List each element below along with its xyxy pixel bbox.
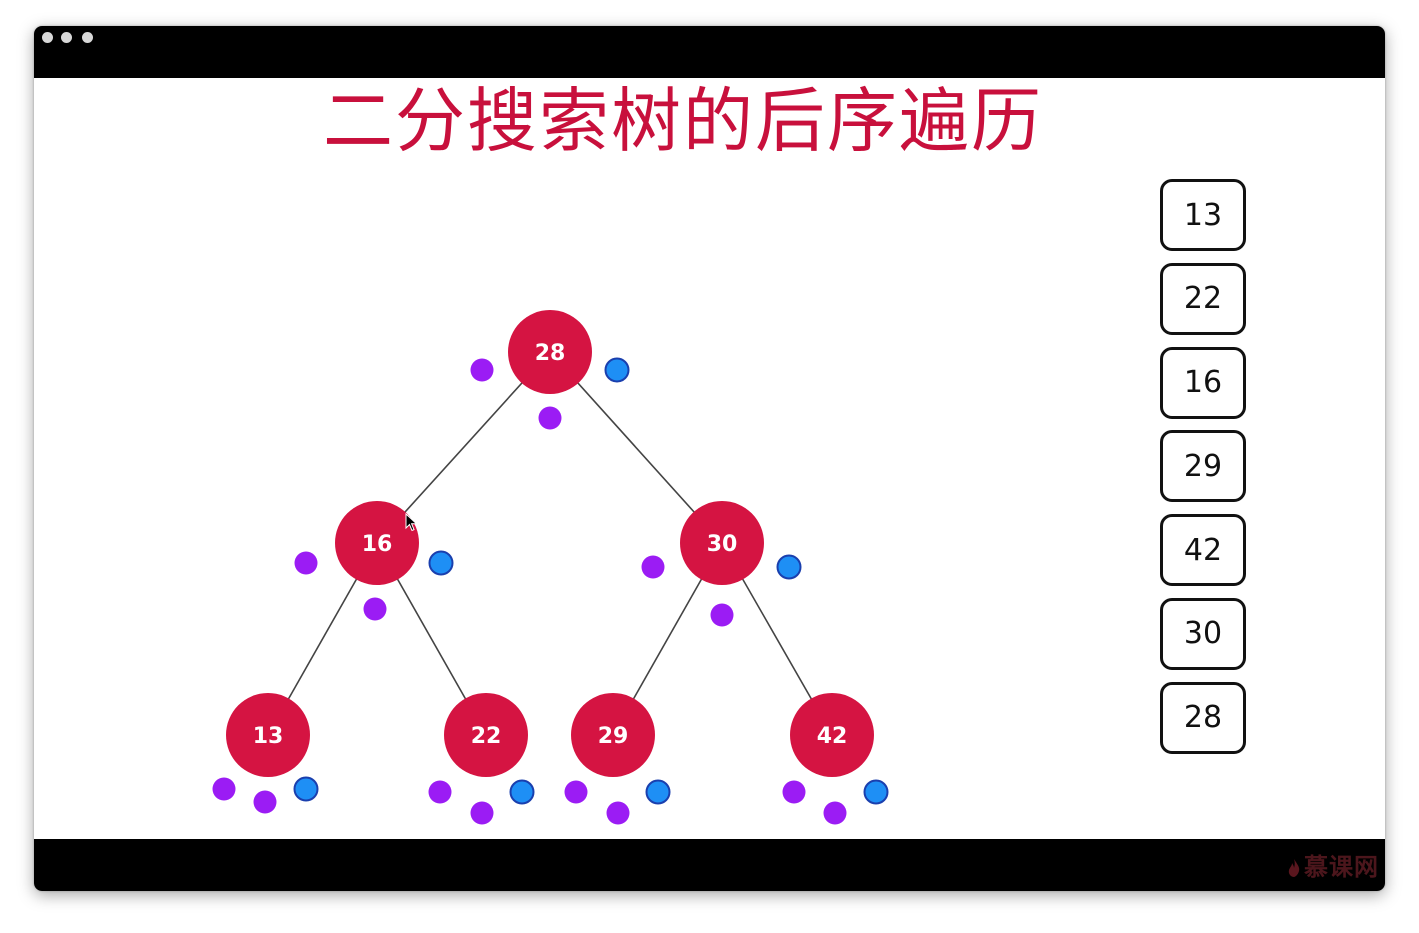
tree-node: 29 [571, 693, 655, 777]
window-control-dot[interactable] [82, 32, 93, 43]
tree-node: 42 [790, 693, 874, 777]
tree-node-label: 29 [598, 724, 629, 749]
result-box: 30 [1160, 597, 1246, 670]
visit-marker-purple [253, 790, 277, 814]
watermark-text: 慕课网 [1304, 853, 1379, 881]
tree-edge [549, 351, 723, 544]
tree-node-circle [335, 501, 419, 585]
window-control-dot[interactable] [61, 32, 72, 43]
window-title-bar [34, 26, 1385, 78]
visit-marker-purple [606, 801, 630, 825]
visit-marker-purple [294, 551, 318, 575]
tree-node: 28 [508, 310, 592, 394]
mouse-pointer-icon [405, 513, 418, 532]
visit-marker-purple [428, 780, 452, 804]
visit-marker-purple [782, 780, 806, 804]
tree-node-circle [508, 310, 592, 394]
visit-marker-purple [363, 597, 387, 621]
tree-node-label: 16 [362, 532, 393, 557]
visit-marker-blue [293, 776, 319, 802]
tree-node: 22 [444, 693, 528, 777]
tree-node-label: 22 [471, 724, 502, 749]
slide-title: 二分搜索树的后序遍历 [323, 80, 1043, 162]
result-box: 28 [1160, 681, 1246, 754]
visit-marker-blue [863, 779, 889, 805]
tree-node-circle [571, 693, 655, 777]
visit-marker-blue [509, 779, 535, 805]
result-box: 16 [1160, 346, 1246, 419]
tree-node-label: 28 [535, 341, 566, 366]
tree-node-circle [790, 693, 874, 777]
tree-node: 16 [335, 501, 419, 585]
presentation-window: 慕课网 [34, 26, 1385, 891]
result-box: 42 [1160, 514, 1246, 587]
tree-node-circle [680, 501, 764, 585]
tree-node-label: 30 [707, 532, 738, 557]
tree-node: 13 [226, 693, 310, 777]
tree-node-circle [444, 693, 528, 777]
result-box: 22 [1160, 262, 1246, 335]
visit-marker-blue [645, 779, 671, 805]
window-bottom-bar: 慕课网 [34, 839, 1385, 891]
flame-icon [1288, 859, 1300, 877]
result-box: 29 [1160, 430, 1246, 503]
window-control-dot[interactable] [42, 32, 53, 43]
visit-marker-purple [564, 780, 588, 804]
visit-marker-blue [776, 554, 802, 580]
visit-marker-purple [710, 603, 734, 627]
visit-marker-purple [538, 406, 562, 430]
watermark: 慕课网 [1288, 847, 1379, 882]
result-box: 13 [1160, 179, 1246, 251]
tree-edge [376, 351, 551, 544]
visit-marker-purple [823, 801, 847, 825]
postorder-result-list: 13 22 16 29 42 30 28 [1160, 179, 1246, 766]
visit-marker-purple [470, 801, 494, 825]
visit-marker-blue [428, 550, 454, 576]
tree-node-label: 13 [253, 724, 284, 749]
visit-marker-purple [641, 555, 665, 579]
visit-marker-purple [212, 777, 236, 801]
visit-marker-purple [470, 358, 494, 382]
tree-node-label: 42 [817, 724, 848, 749]
tree-node: 30 [680, 501, 764, 585]
tree-node-circle [226, 693, 310, 777]
visit-marker-blue [604, 357, 630, 383]
